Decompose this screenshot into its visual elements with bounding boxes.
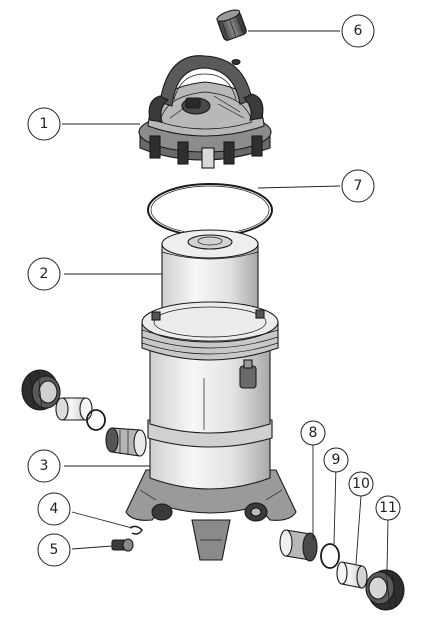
part-lid-o-ring bbox=[147, 183, 273, 237]
part-left-union-nut bbox=[21, 369, 61, 411]
callout-10-label: 10 bbox=[352, 476, 370, 492]
leader-4 bbox=[71, 511, 133, 529]
callout-3: 3 bbox=[27, 449, 61, 483]
part-right-o-ring bbox=[320, 543, 340, 569]
callout-11: 11 bbox=[375, 495, 401, 521]
part-right-adapter bbox=[279, 529, 318, 562]
part-drain-plug bbox=[111, 538, 134, 552]
leader-9 bbox=[333, 465, 337, 545]
callout-11-label: 11 bbox=[379, 500, 397, 516]
callout-8-label: 8 bbox=[309, 425, 318, 441]
part-left-adapter bbox=[105, 427, 147, 457]
callout-6: 6 bbox=[341, 14, 375, 48]
leader-10 bbox=[355, 495, 362, 565]
part-filter-lid bbox=[138, 55, 272, 169]
callout-1: 1 bbox=[27, 107, 61, 141]
callout-8: 8 bbox=[300, 420, 326, 446]
callout-4-label: 4 bbox=[50, 501, 59, 517]
callout-3-label: 3 bbox=[40, 458, 49, 474]
part-filter-tank bbox=[125, 301, 297, 561]
callout-4: 4 bbox=[37, 492, 71, 526]
leader-7 bbox=[257, 185, 341, 189]
leader-lines bbox=[62, 30, 389, 571]
callout-9-label: 9 bbox=[332, 452, 341, 468]
callout-2: 2 bbox=[27, 257, 61, 291]
callout-6-label: 6 bbox=[354, 23, 363, 39]
part-right-tail-piece bbox=[336, 561, 368, 589]
callout-1-label: 1 bbox=[40, 116, 49, 132]
callout-2-label: 2 bbox=[40, 266, 49, 282]
leader-11 bbox=[386, 519, 389, 571]
callout-7-label: 7 bbox=[354, 178, 363, 194]
part-air-relief-fitting bbox=[216, 9, 247, 66]
callout-5: 5 bbox=[37, 533, 71, 567]
leader-5 bbox=[71, 545, 113, 550]
part-left-o-ring bbox=[86, 409, 106, 431]
part-clip bbox=[129, 525, 143, 535]
part-right-union-nut bbox=[365, 569, 405, 611]
callout-10: 10 bbox=[348, 471, 374, 497]
callout-7: 7 bbox=[341, 169, 375, 203]
callout-9: 9 bbox=[323, 447, 349, 473]
callout-5-label: 5 bbox=[50, 542, 59, 558]
